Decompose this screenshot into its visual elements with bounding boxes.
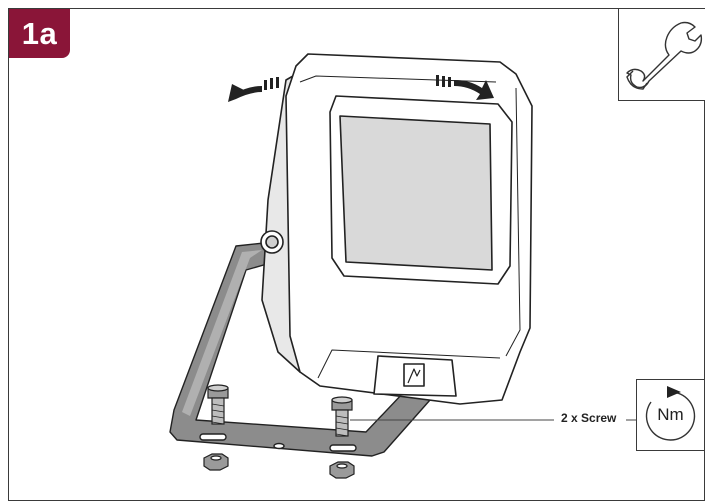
nut bbox=[329, 461, 355, 479]
rotate-right-arrow-icon bbox=[436, 75, 494, 100]
torque-box: Nm bbox=[636, 379, 705, 451]
step-badge: 1a bbox=[9, 9, 70, 58]
screw bbox=[331, 396, 353, 437]
floodlight-housing bbox=[260, 53, 533, 405]
wrench-icon bbox=[626, 21, 703, 90]
screw bbox=[207, 384, 229, 425]
rotate-left-arrow-icon bbox=[228, 77, 279, 102]
torque-unit-label: Nm bbox=[657, 405, 684, 424]
nut bbox=[203, 453, 229, 471]
tool-box bbox=[618, 9, 705, 101]
torque-rotation-icon bbox=[645, 386, 696, 441]
screw-callout-label: 2 x Screw bbox=[561, 411, 617, 425]
